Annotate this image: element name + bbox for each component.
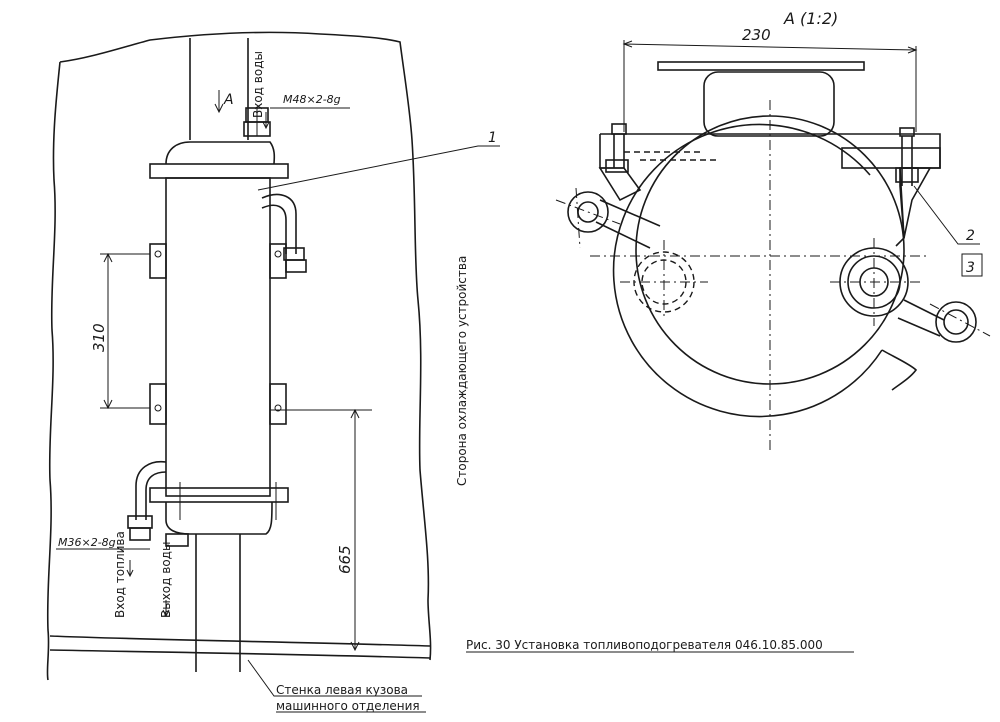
break-outline [46, 31, 432, 681]
figure-caption: Рис. 30 Установка топливоподогревателя 0… [466, 638, 823, 652]
leader-3-box [961, 253, 983, 277]
heater-body [165, 177, 271, 497]
rubber-pad [703, 71, 835, 137]
fuel-pipe-lower [135, 460, 167, 520]
leader-1: 1 [488, 130, 497, 146]
svg-text:230: 230 [742, 26, 771, 44]
water-out-label: Выход воды [159, 542, 173, 618]
wall-line [49, 635, 431, 659]
leader-2-line [913, 185, 980, 245]
bottom-flange [149, 487, 289, 503]
bolts [605, 123, 919, 186]
fuel-pipe-upper [261, 193, 297, 254]
top-flange [149, 163, 289, 179]
thread-top-label: М48×2-8g [283, 93, 341, 106]
right-view: А (1:2) 230 [555, 9, 991, 450]
top-plate [657, 61, 865, 71]
left-stub [555, 187, 661, 249]
right-stub [830, 238, 991, 343]
top-fitting [243, 107, 271, 137]
dim-230: 230 [622, 26, 918, 132]
left-view: А Вход воды М48×2-8g 1 [46, 31, 500, 713]
arrow-a-label: А [223, 92, 234, 108]
top-pipe [189, 38, 249, 140]
brackets [149, 243, 287, 425]
leader-2: 2 [966, 228, 975, 244]
svg-text:310: 310 [90, 323, 108, 352]
svg-text:665: 665 [336, 545, 354, 574]
wall-label-line2: машинного отделения [276, 699, 420, 713]
water-in-label: Вход воды [251, 51, 265, 118]
dim-665: 665 [270, 408, 372, 652]
dim-310: 310 [90, 252, 150, 410]
hidden-fitting [620, 240, 708, 320]
thread-bottom-label: М36×2-8g [58, 536, 116, 549]
upper-right-fitting [283, 247, 307, 273]
bottom-pipe [195, 534, 241, 672]
leader-1-line [257, 145, 500, 191]
view-title: А (1:2) [783, 9, 838, 28]
fuel-in-label: Вход топлива [113, 531, 127, 618]
wall-label-line1: Стенка левая кузова [276, 683, 408, 697]
leader-3: 3 [966, 260, 975, 276]
cooler-side-label: Сторона охлаждающего устройства [455, 256, 469, 486]
arrow-a [214, 90, 224, 114]
lower-left-fitting [127, 515, 153, 541]
